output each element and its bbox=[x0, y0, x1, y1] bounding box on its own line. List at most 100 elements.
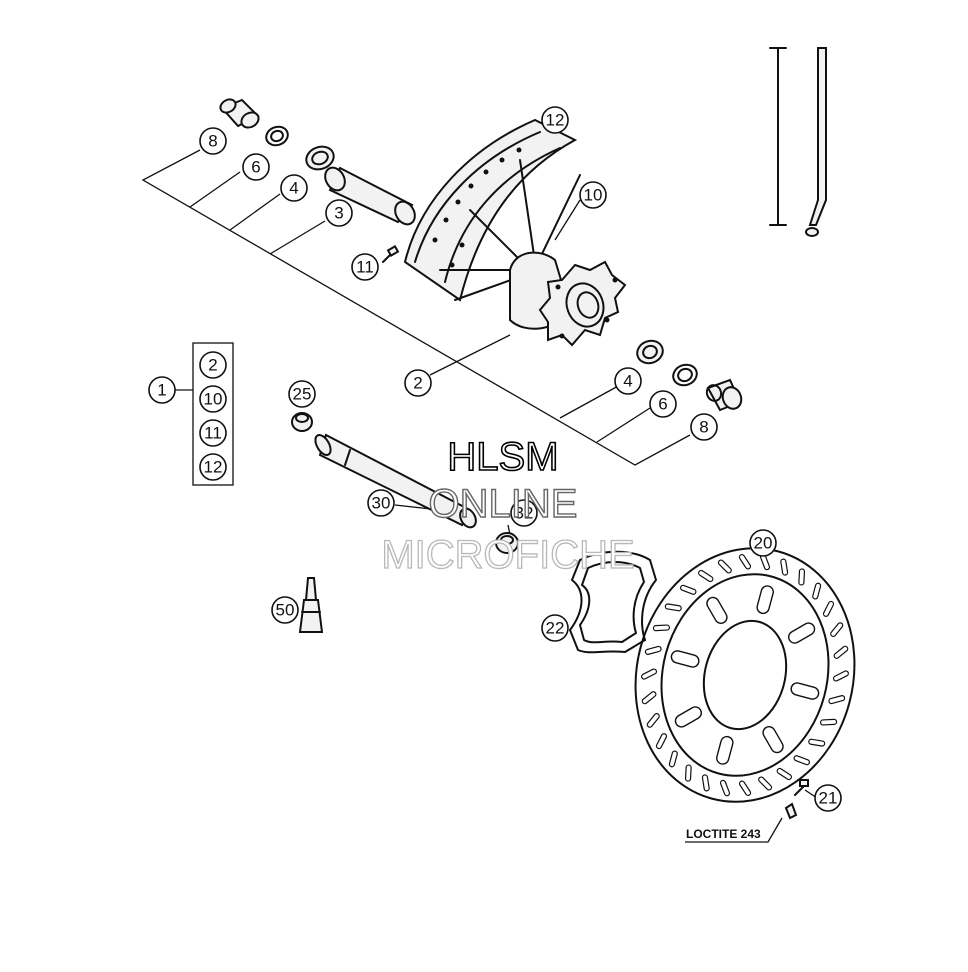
disc-slot bbox=[684, 764, 692, 782]
shaft-seal-part-6-right bbox=[672, 363, 698, 387]
disc-slot bbox=[828, 695, 846, 705]
svg-text:20: 20 bbox=[754, 534, 773, 553]
svg-text:12: 12 bbox=[546, 111, 565, 130]
disc-slot bbox=[652, 624, 671, 632]
callout-32: 32 bbox=[510, 499, 538, 527]
disc-slot bbox=[738, 780, 752, 796]
svg-text:8: 8 bbox=[208, 132, 217, 151]
disc-cutout bbox=[674, 706, 703, 728]
callout-50: 50 bbox=[271, 596, 299, 624]
disc-cutout bbox=[787, 622, 816, 644]
shaft-seal-part-25 bbox=[291, 412, 313, 432]
svg-text:6: 6 bbox=[251, 158, 260, 177]
callout-8-right: 8 bbox=[690, 413, 718, 441]
callout-8-top: 8 bbox=[199, 127, 227, 155]
disc-slot bbox=[830, 622, 844, 637]
svg-text:21: 21 bbox=[819, 789, 838, 808]
wheel-spindle-part-30 bbox=[314, 433, 477, 529]
rim-part-12 bbox=[403, 118, 578, 302]
shaft-seal-part-6-top bbox=[265, 125, 289, 147]
callout-6-top: 6 bbox=[242, 153, 270, 181]
svg-text:11: 11 bbox=[204, 424, 222, 443]
bearing-part-4-right bbox=[636, 339, 664, 365]
svg-text:10: 10 bbox=[204, 390, 223, 409]
svg-text:12: 12 bbox=[204, 458, 223, 477]
spacer-part-8-top bbox=[219, 98, 260, 129]
disc-slot bbox=[646, 713, 660, 728]
svg-text:1: 1 bbox=[157, 381, 166, 400]
disc-slot bbox=[833, 645, 849, 659]
grease-tube-part-50 bbox=[298, 577, 324, 633]
rim-spoke-holes bbox=[432, 147, 522, 268]
callout-30: 30 bbox=[367, 489, 395, 517]
svg-text:2: 2 bbox=[208, 356, 217, 375]
callout-4-top: 4 bbox=[280, 174, 308, 202]
disc-slot bbox=[644, 645, 662, 655]
disc-slot bbox=[808, 738, 826, 747]
callout-21: 21 bbox=[814, 784, 842, 812]
disc-slot bbox=[793, 755, 810, 766]
disc-slot bbox=[758, 776, 773, 791]
kit-callout-11: 11 bbox=[199, 419, 227, 447]
disc-slot bbox=[819, 718, 838, 726]
disc-cutout bbox=[756, 585, 774, 615]
hub-part-2 bbox=[509, 251, 627, 347]
disc-slot bbox=[738, 554, 752, 570]
disc-slot bbox=[798, 568, 806, 586]
callout-10: 10 bbox=[579, 181, 607, 209]
callout-12: 12 bbox=[541, 106, 569, 134]
callout-11: 11 bbox=[351, 253, 379, 281]
disc-slot bbox=[641, 668, 658, 680]
spoke-length-detail bbox=[769, 47, 827, 237]
callout-3: 3 bbox=[325, 199, 353, 227]
callout-20: 20 bbox=[749, 529, 777, 557]
svg-text:22: 22 bbox=[546, 619, 565, 638]
brake-disc-adapter-part-22 bbox=[569, 550, 657, 654]
disc-cutout bbox=[706, 596, 728, 625]
disc-slot bbox=[701, 774, 710, 792]
distance-bush-part-3 bbox=[324, 166, 416, 226]
svg-text:32: 32 bbox=[515, 504, 534, 523]
brake-disc-part-20 bbox=[634, 547, 856, 803]
callout-4-right: 4 bbox=[614, 367, 642, 395]
collar-nut-part-32 bbox=[495, 532, 519, 554]
kit-callout-2: 2 bbox=[199, 351, 227, 379]
callout-2: 2 bbox=[404, 369, 432, 397]
disc-slot bbox=[641, 691, 657, 705]
svg-text:6: 6 bbox=[658, 395, 667, 414]
disc-cutout bbox=[716, 735, 734, 765]
nipple-screw-part-11 bbox=[382, 245, 400, 263]
svg-text:10: 10 bbox=[584, 186, 603, 205]
leader-lines bbox=[141, 133, 821, 843]
disc-slot bbox=[780, 558, 789, 576]
watermark: HLSM ONLINE MICROFICHE bbox=[381, 434, 636, 577]
disc-slot bbox=[812, 582, 822, 600]
disc-cutout bbox=[670, 650, 700, 668]
disc-slot bbox=[698, 569, 714, 583]
watermark-line-1: HLSM bbox=[447, 435, 558, 479]
disc-slot bbox=[719, 779, 731, 797]
watermark-line-2: ONLINE bbox=[429, 482, 578, 526]
disc-slot bbox=[832, 670, 849, 682]
disc-slot bbox=[668, 750, 678, 768]
disc-slot bbox=[776, 767, 792, 781]
svg-text:2: 2 bbox=[413, 374, 422, 393]
disc-slot bbox=[822, 600, 835, 617]
callout-6-right: 6 bbox=[649, 390, 677, 418]
svg-text:50: 50 bbox=[276, 601, 295, 620]
disc-cutout bbox=[762, 725, 784, 754]
svg-text:30: 30 bbox=[372, 494, 391, 513]
disc-slot bbox=[717, 559, 732, 574]
svg-text:11: 11 bbox=[356, 258, 374, 277]
kit-callout-10: 10 bbox=[199, 385, 227, 413]
screw-part-21 bbox=[784, 779, 809, 820]
watermark-line-3: MICROFICHE bbox=[381, 533, 634, 577]
disc-cutout bbox=[790, 682, 820, 700]
loctite-note: LOCTITE 243 bbox=[686, 827, 761, 841]
svg-text:3: 3 bbox=[334, 204, 343, 223]
disc-slot bbox=[680, 584, 697, 595]
bearing-part-4-top bbox=[305, 145, 335, 171]
disc-slot bbox=[664, 603, 682, 612]
kit-callout-12: 12 bbox=[199, 453, 227, 481]
